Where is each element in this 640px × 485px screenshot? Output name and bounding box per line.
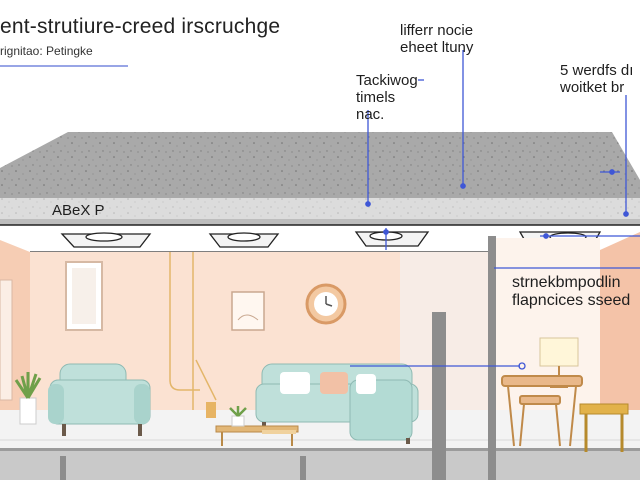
annotation-line: flapncices sseed: [512, 292, 631, 309]
roof-slab: [0, 132, 640, 225]
lower-slab: [0, 450, 640, 480]
service-pipes: [169, 252, 217, 410]
armchair-icon: [48, 363, 151, 436]
annotation-line: lifferr nocie: [400, 22, 474, 39]
doorway: [0, 279, 13, 401]
annotation-line: 5 werdfs dı: [560, 62, 634, 79]
annotation-line: strnekbmpodlin: [512, 274, 621, 291]
potted-plant-icon: [14, 372, 42, 425]
annotation-label: Tackiwog timels nac.: [356, 72, 418, 123]
annotation-leaders: [0, 50, 640, 370]
annotation-line: nac.: [356, 106, 385, 123]
framed-picture-icon: [65, 261, 265, 331]
side-table-icon: [579, 403, 629, 452]
wall-clock-icon: [305, 283, 347, 325]
annotation-line: timels: [356, 89, 396, 106]
sofa-icon: [255, 363, 419, 444]
annotation-line: eheet ltuny: [400, 39, 474, 56]
annotation-line: woitket br: [560, 79, 625, 96]
annotation-label: 5 werdfs dı woitket br: [560, 62, 633, 96]
annotation-label: lifferr nocie eheet ltuny: [400, 22, 473, 56]
annotation-label: strnekbmpodlin flapncices sseed: [512, 274, 630, 310]
diagram-title: ent-strutiure-creed irscruchge: [0, 15, 281, 38]
structural-column: [432, 312, 446, 480]
side-table-icon: [206, 402, 299, 446]
annotation-line: Tackiwog: [356, 72, 418, 89]
slab-label: ABeX P: [52, 202, 105, 219]
right-wall: [600, 232, 640, 420]
dining-chair-icon: [501, 375, 583, 447]
diagram-subtitle: rignitao: Petingke: [0, 44, 93, 58]
structural-column: [488, 236, 496, 480]
